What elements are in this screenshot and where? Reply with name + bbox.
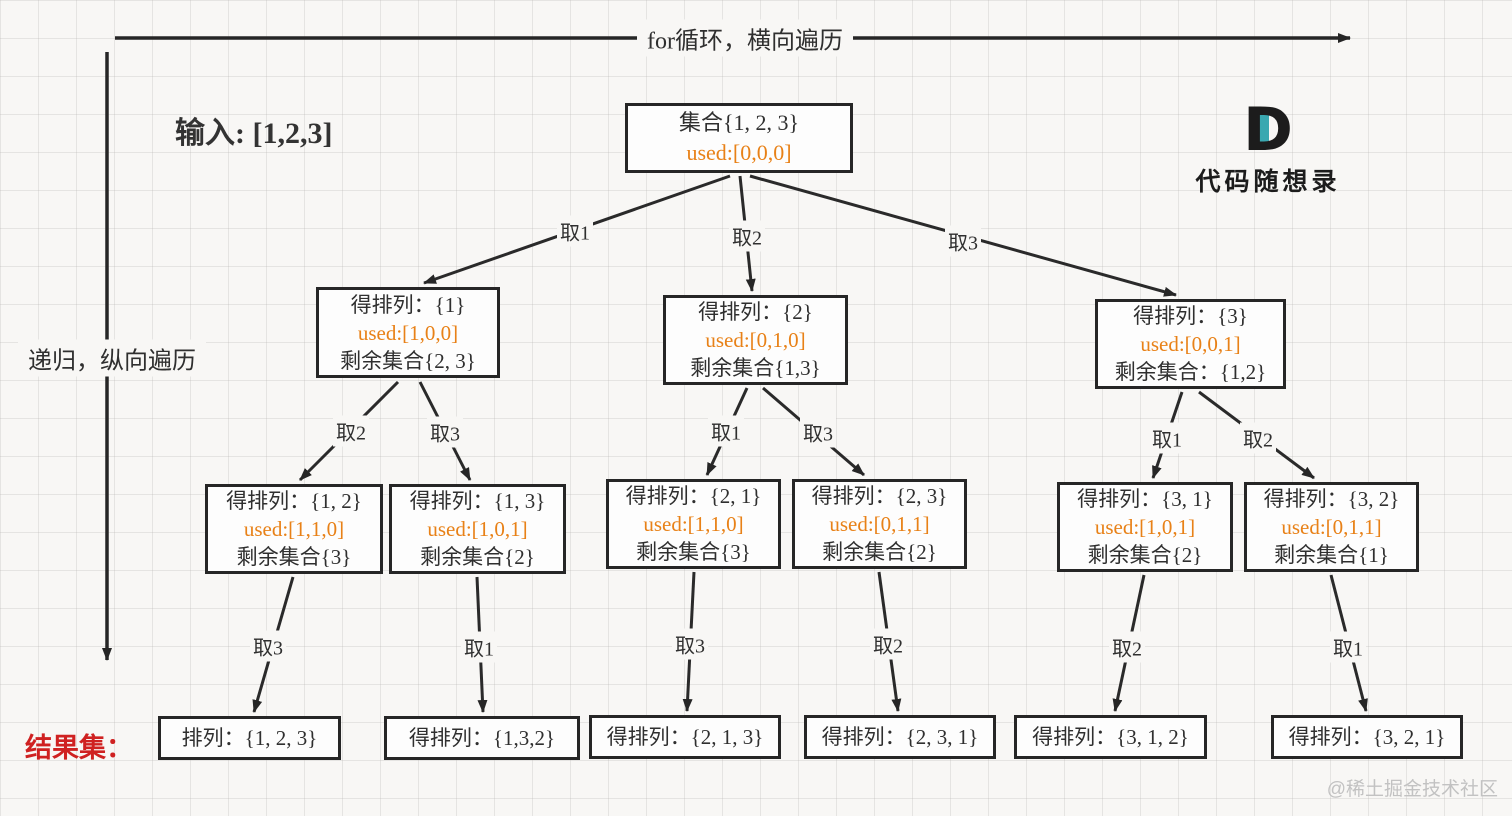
node-perm-text: 得排列：{3, 1} bbox=[1077, 487, 1213, 511]
recursion-axis-label: 递归，纵向遍历 bbox=[18, 339, 206, 377]
edge-label-take2: 取2 bbox=[729, 220, 765, 252]
edge-label-take2: 取2 bbox=[1109, 631, 1145, 663]
node-used-text: used:[0,1,0] bbox=[705, 328, 806, 352]
node-used-text: used:[1,1,0] bbox=[643, 512, 744, 536]
leaf-perm-text: 得排列：{2, 1, 3} bbox=[606, 725, 764, 749]
result-leaf-231: 得排列：{2, 3, 1} bbox=[804, 715, 996, 759]
tree-node-2: 得排列：{2} used:[0,1,0] 剩余集合{1,3} bbox=[663, 295, 848, 385]
leaf-perm-text: 得排列：{2, 3, 1} bbox=[821, 725, 979, 749]
node-perm-text: 得排列：{3} bbox=[1133, 304, 1248, 328]
edge-label-take3: 取3 bbox=[427, 416, 463, 448]
edge-label-take1: 取1 bbox=[461, 631, 497, 663]
tree-node-3: 得排列：{3} used:[0,0,1] 剩余集合：{1,2} bbox=[1095, 299, 1286, 389]
node-perm-text: 得排列：{2, 1} bbox=[625, 484, 762, 508]
node-perm-text: 得排列：{1, 2} bbox=[226, 489, 362, 513]
input-label: 输入: [1,2,3] bbox=[175, 117, 333, 150]
node-remaining-text: 剩余集合{1} bbox=[1274, 543, 1389, 567]
leaf-perm-text: 排列：{1, 2, 3} bbox=[181, 726, 318, 750]
edge-label-take3: 取3 bbox=[250, 630, 286, 662]
logo-letter: D bbox=[1243, 95, 1293, 165]
node-perm-text: 得排列：{1, 3} bbox=[409, 489, 546, 513]
tree-node-1-3: 得排列：{1, 3} used:[1,0,1] 剩余集合{2} bbox=[389, 484, 566, 574]
result-leaf-321: 得排列：{3, 2, 1} bbox=[1271, 715, 1463, 759]
node-remaining-text: 剩余集合：{1,2} bbox=[1114, 360, 1267, 384]
node-remaining-text: 剩余集合{3} bbox=[636, 540, 751, 564]
edge-label-take3: 取3 bbox=[800, 416, 836, 448]
tree-node-2-3: 得排列：{2, 3} used:[0,1,1] 剩余集合{2} bbox=[792, 479, 967, 569]
node-remaining-text: 剩余集合{3} bbox=[236, 545, 352, 569]
result-leaf-213: 得排列：{2, 1, 3} bbox=[589, 715, 781, 759]
node-remaining-text: 剩余集合{2} bbox=[420, 545, 535, 569]
logo-d-icon: D bbox=[1243, 100, 1293, 162]
node-used-text: used:[1,0,1] bbox=[1094, 515, 1196, 539]
node-perm-text: 得排列：{3, 2} bbox=[1263, 487, 1400, 511]
edge-label-take2: 取2 bbox=[333, 415, 369, 447]
node-used-text: used:[1,0,0] bbox=[357, 320, 459, 345]
node-remaining-text: 剩余集合{2} bbox=[1087, 543, 1203, 567]
logo-text: 代码随想录 bbox=[1195, 169, 1341, 196]
leaf-perm-text: 得排列：{1,3,2} bbox=[408, 726, 556, 750]
node-perm-text: 得排列：{2, 3} bbox=[811, 484, 948, 508]
result-set-label: 结果集： bbox=[25, 733, 133, 763]
tree-node-root: 集合{1, 2, 3} used:[0,0,0] bbox=[625, 103, 853, 173]
leaf-perm-text: 得排列：{3, 1, 2} bbox=[1032, 725, 1189, 749]
node-perm-text: 得排列：{2} bbox=[698, 300, 813, 324]
edge-label-take2: 取2 bbox=[1240, 422, 1276, 454]
edge-label-take1: 取1 bbox=[1149, 422, 1185, 454]
edge-label-take1: 取1 bbox=[708, 415, 744, 447]
node-remaining-text: 剩余集合{1,3} bbox=[690, 356, 821, 380]
logo-teal-bar bbox=[1252, 109, 1270, 147]
tree-node-3-1: 得排列：{3, 1} used:[1,0,1] 剩余集合{2} bbox=[1057, 482, 1233, 572]
tree-node-3-2: 得排列：{3, 2} used:[0,1,1] 剩余集合{1} bbox=[1244, 482, 1419, 572]
watermark: @稀土掘金技术社区 bbox=[1326, 779, 1498, 800]
node-used-text: used:[1,1,0] bbox=[243, 517, 345, 541]
result-leaf-132: 得排列：{1,3,2} bbox=[384, 716, 580, 760]
edge-label-take3: 取3 bbox=[672, 628, 708, 660]
edge-label-take1: 取1 bbox=[1330, 631, 1366, 663]
for-loop-axis-label: for循环，横向遍历 bbox=[637, 19, 853, 57]
node-used-text: used:[0,0,0] bbox=[686, 140, 792, 165]
node-set-text: 集合{1, 2, 3} bbox=[678, 110, 800, 135]
logo: D 代码随想录 bbox=[1188, 100, 1348, 198]
leaf-perm-text: 得排列：{3, 2, 1} bbox=[1288, 725, 1446, 749]
edge-label-take1: 取1 bbox=[557, 215, 593, 247]
edge-label-take3: 取3 bbox=[945, 225, 981, 257]
node-used-text: used:[0,0,1] bbox=[1140, 332, 1241, 356]
node-perm-text: 得排列：{1} bbox=[350, 292, 466, 317]
node-remaining-text: 剩余集合{2, 3} bbox=[340, 348, 476, 373]
tree-node-2-1: 得排列：{2, 1} used:[1,1,0] 剩余集合{3} bbox=[606, 479, 781, 569]
tree-node-1-2: 得排列：{1, 2} used:[1,1,0] 剩余集合{3} bbox=[205, 484, 383, 574]
node-used-text: used:[0,1,1] bbox=[1281, 515, 1382, 539]
result-leaf-123: 排列：{1, 2, 3} bbox=[158, 716, 341, 760]
tree-node-1: 得排列：{1} used:[1,0,0] 剩余集合{2, 3} bbox=[316, 287, 500, 378]
node-remaining-text: 剩余集合{2} bbox=[822, 540, 937, 564]
edge-label-take2: 取2 bbox=[870, 628, 906, 660]
node-used-text: used:[0,1,1] bbox=[829, 512, 930, 536]
node-used-text: used:[1,0,1] bbox=[427, 517, 528, 541]
result-leaf-312: 得排列：{3, 1, 2} bbox=[1014, 715, 1207, 759]
